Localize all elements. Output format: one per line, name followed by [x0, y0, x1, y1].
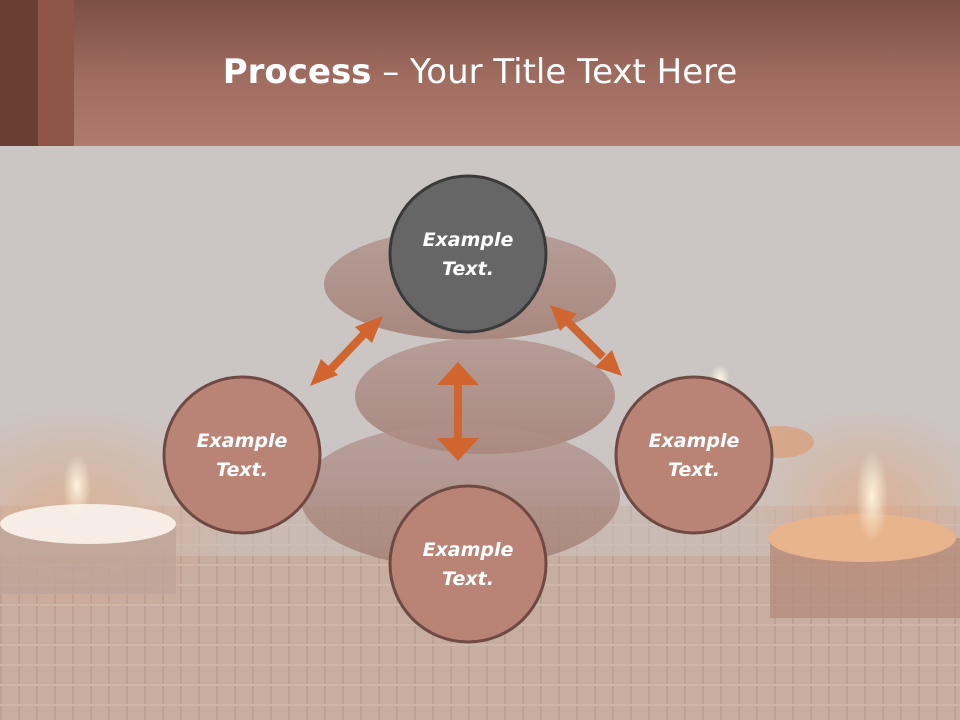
- node-left: Example Text.: [162, 375, 322, 535]
- header-accent: [38, 0, 74, 146]
- node-top-line2: Text.: [442, 258, 494, 280]
- node-left-line1: Example: [197, 430, 288, 452]
- node-top-line1: Example: [423, 229, 514, 251]
- flame-left: [63, 454, 91, 518]
- node-bottom-line2: Text.: [442, 568, 494, 590]
- arrow-right-top: [550, 305, 622, 376]
- slide-title-bold: Process: [222, 52, 372, 92]
- header-accent-dark: [0, 0, 38, 146]
- node-bottom-line1: Example: [423, 539, 514, 561]
- node-left-line2: Text.: [216, 459, 268, 481]
- slide-title-rest: – Your Title Text Here: [371, 52, 738, 92]
- node-bottom: Example Text.: [388, 484, 548, 644]
- slide-title: Process – Your Title Text Here: [0, 52, 960, 92]
- node-right: Example Text.: [614, 375, 774, 535]
- flame-right: [856, 450, 888, 542]
- node-top: Example Text.: [388, 174, 548, 334]
- candle-left: [0, 504, 176, 544]
- arrow-left-top: [310, 316, 383, 386]
- candle-right: [768, 514, 956, 562]
- node-right-line2: Text.: [668, 459, 720, 481]
- arrow-vertical: [437, 362, 479, 461]
- node-right-line1: Example: [649, 430, 740, 452]
- header-band: [0, 0, 960, 146]
- stone-middle: [355, 338, 615, 454]
